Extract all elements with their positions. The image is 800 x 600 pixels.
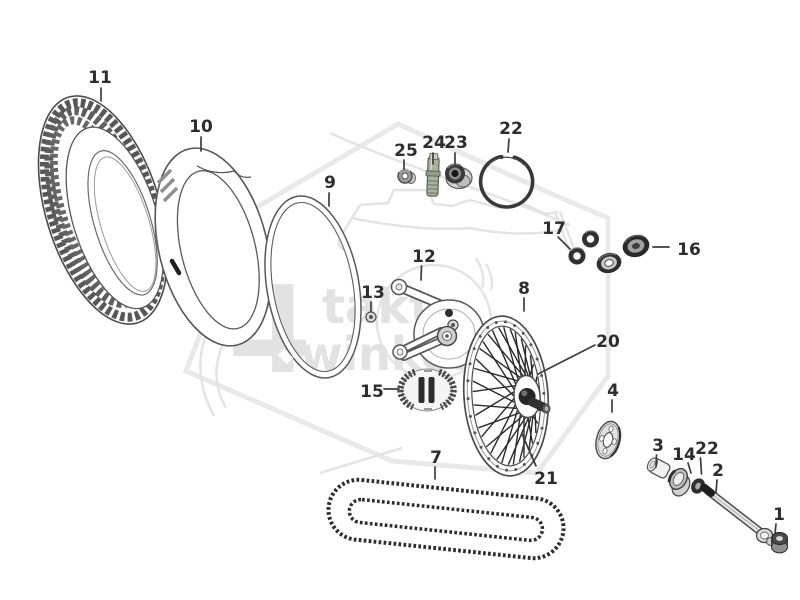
valve-stem [169, 258, 182, 276]
part-label-23: 23 [444, 133, 468, 153]
part-label-17: 17 [542, 219, 566, 239]
part-inner-tube [154, 147, 272, 347]
part-small-nut [397, 168, 416, 184]
part-oil-seal [622, 234, 650, 258]
part-spoke-wheel [462, 315, 551, 477]
part-label-2: 2 [712, 461, 724, 481]
part-bolt [365, 311, 377, 323]
part-bearing [596, 252, 622, 274]
part-o-rings [568, 230, 599, 265]
part-label-1: 1 [773, 505, 785, 525]
tube-seam [196, 165, 252, 178]
part-label-9: 9 [324, 173, 336, 193]
label-ticks [100, 87, 777, 535]
part-label-25: 25 [394, 141, 418, 161]
part-tyre [37, 95, 169, 325]
part-label-11: 11 [88, 68, 112, 88]
part-label-10: 10 [189, 117, 213, 137]
part-label-4: 4 [607, 381, 619, 401]
part-label-21: 21 [534, 469, 558, 489]
part-label-13: 13 [361, 283, 385, 303]
part-label-22: 22 [499, 119, 523, 139]
spoke-nipples [466, 320, 546, 472]
part-rim-band [264, 195, 362, 379]
part-axle-nut [770, 531, 789, 554]
part-label-15: 15 [360, 382, 384, 402]
brake-cam-bolt [445, 309, 453, 317]
part-hub-plate [595, 420, 622, 460]
part-circlip [478, 154, 535, 209]
part-label-3: 3 [652, 436, 664, 456]
part-hub-nut [445, 163, 473, 190]
part-label-24: 24 [422, 133, 446, 153]
part-wheel-hub [513, 374, 551, 419]
part-label-12: 12 [412, 247, 436, 267]
part-label-14: 14 [672, 445, 696, 465]
part-dust-cap [667, 467, 691, 497]
part-label-22: 22 [695, 439, 719, 459]
part-label-7: 7 [430, 448, 442, 468]
part-brake-shoes [397, 368, 457, 412]
part-label-16: 16 [677, 240, 701, 260]
scooter-outline-watermark [199, 131, 578, 475]
part-brake-anchor-plate [390, 278, 485, 369]
part-front-axle [700, 483, 777, 547]
part-drive-chain [326, 477, 566, 561]
part-label-20: 20 [596, 332, 620, 352]
part-label-8: 8 [518, 279, 530, 299]
part-spacer-bush [646, 457, 671, 479]
tube-patch [156, 168, 179, 203]
